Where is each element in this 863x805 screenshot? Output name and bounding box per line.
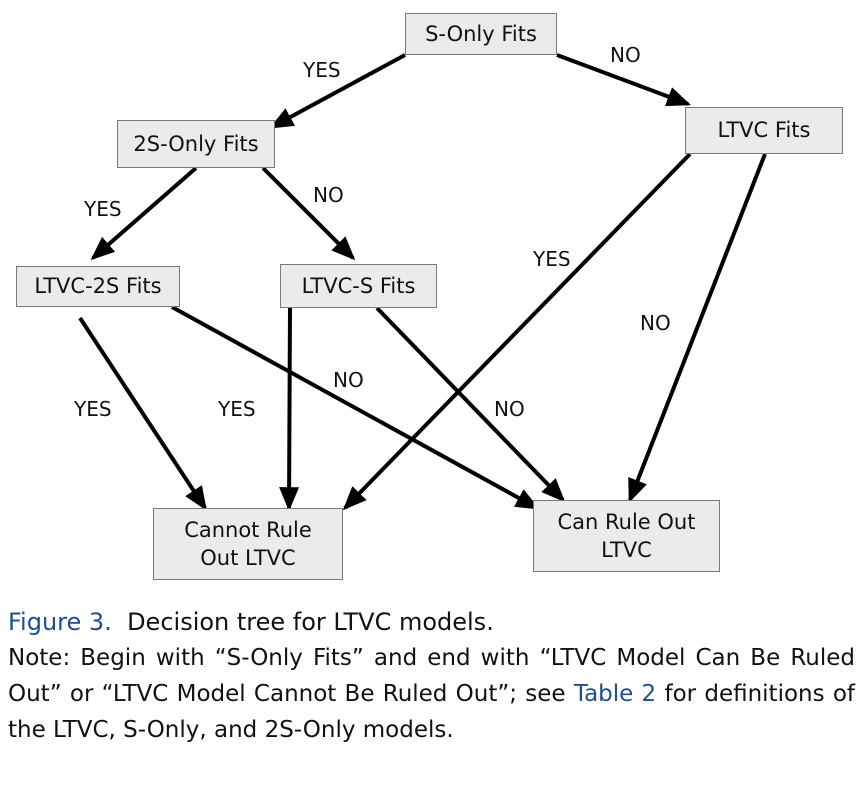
- edge-layer: [78, 53, 767, 512]
- edge-label-s-only-no: NO: [610, 43, 641, 67]
- edge-label-2s-only-no: NO: [313, 183, 344, 207]
- node-s-only-fits-label: S-Only Fits: [425, 21, 537, 46]
- edge-label-ltvc-s-no: NO: [494, 397, 525, 421]
- node-cannot-rule-out-ltvc: Cannot Rule Out LTVC: [153, 508, 343, 580]
- note-text-end: for definitions of the LTVC, S-Only, and…: [8, 681, 856, 743]
- node-cannot-rule-out-line1: Cannot Rule: [184, 517, 312, 542]
- node-ltvc-s-fits-label: LTVC-S Fits: [301, 273, 416, 298]
- edge-label-ltvc-no: NO: [640, 311, 671, 335]
- node-ltvc-fits: LTVC Fits: [685, 107, 843, 154]
- edge-2s-only-to-ltvc-2s: [90, 166, 198, 261]
- node-can-rule-out-line2: LTVC: [601, 538, 652, 562]
- edge-s-only-to-2s-only: [269, 53, 406, 129]
- edge-ltvc-2s-to-can-rule-out: [171, 305, 540, 510]
- edge-2s-only-to-ltvc-s: [261, 166, 356, 261]
- node-ltvc-fits-label: LTVC Fits: [717, 118, 811, 143]
- table-2-link[interactable]: Table 2: [573, 681, 657, 707]
- node-can-rule-out-ltvc: Can Rule Out LTVC: [533, 500, 720, 572]
- edge-ltvc-2s-to-cannot-rule-out: [78, 316, 207, 511]
- node-2s-only-fits-label: 2S-Only Fits: [133, 131, 259, 156]
- node-can-rule-out-line1: Can Rule Out: [557, 509, 696, 534]
- edge-ltvc-s-to-can-rule-out: [375, 306, 566, 503]
- caption-title-line: Figure 3. Decision tree for LTVC models.: [8, 604, 855, 640]
- figure-caption: Figure 3. Decision tree for LTVC models.…: [8, 604, 855, 748]
- figure-title: Decision tree for LTVC models.: [127, 608, 494, 636]
- figure-label: Figure 3.: [8, 608, 112, 636]
- edge-ltvc-to-can-rule-out: [628, 153, 767, 503]
- edge-ltvc-to-cannot-rule-out: [342, 152, 692, 511]
- decision-tree-diagram: S-Only Fits LTVC Fits 2S-Only Fits LTVC-…: [16, 13, 843, 580]
- edge-label-ltvc-yes: YES: [533, 247, 571, 271]
- node-s-only-fits: S-Only Fits: [405, 13, 557, 55]
- edge-label-2s-only-yes: YES: [84, 197, 122, 221]
- node-cannot-rule-out-line2: Out LTVC: [200, 546, 296, 570]
- edge-s-only-to-ltvc: [556, 53, 691, 107]
- edge-label-ltvc-s-yes: YES: [218, 397, 256, 421]
- edge-ltvc-s-to-cannot-rule-out: [279, 307, 300, 512]
- note-text-start: Note: Begin with “S-Only Fits” and end w…: [8, 645, 855, 707]
- caption-note: Note: Begin with “S-Only Fits” and end w…: [8, 640, 855, 748]
- node-ltvc-s-fits: LTVC-S Fits: [280, 264, 437, 308]
- edge-label-s-only-yes: YES: [303, 58, 341, 82]
- edge-label-ltvc-2s-no: NO: [333, 368, 364, 392]
- edge-label-ltvc-2s-yes: YES: [74, 397, 112, 421]
- node-ltvc-2s-fits-label: LTVC-2S Fits: [34, 274, 162, 299]
- node-ltvc-2s-fits: LTVC-2S Fits: [16, 266, 180, 307]
- node-2s-only-fits: 2S-Only Fits: [117, 120, 275, 168]
